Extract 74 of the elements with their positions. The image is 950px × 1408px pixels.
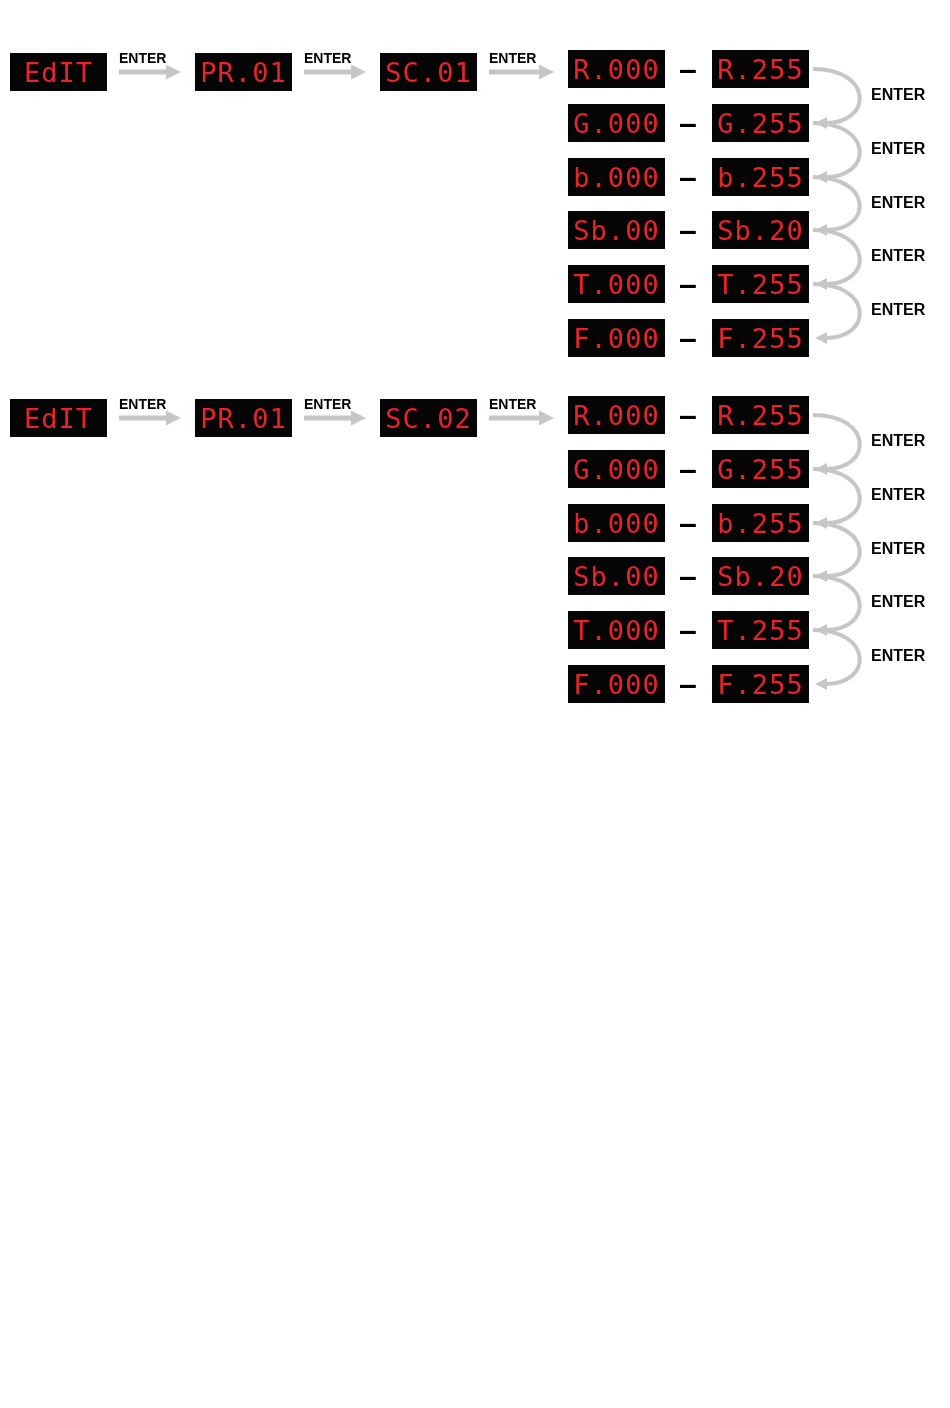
- edge-label: ENTER: [871, 540, 926, 557]
- curved-arrow: [812, 228, 862, 290]
- led-display: SC.02: [380, 399, 477, 437]
- led-display: F.000: [568, 665, 665, 703]
- led-display: R.000: [568, 50, 665, 88]
- edge-label: ENTER: [871, 487, 926, 503]
- led-display: F.255: [712, 319, 809, 357]
- led-display: T.000: [568, 265, 665, 303]
- curved-arrow: [812, 282, 862, 344]
- led-display: PR.01: [195, 399, 292, 437]
- arrow: [119, 64, 181, 80]
- arrow: [119, 410, 181, 426]
- edge-label: ENTER: [871, 594, 926, 610]
- range-dash: –: [679, 507, 697, 539]
- edge-label: ENTER: [871, 194, 926, 211]
- led-display: Sb.00: [568, 557, 665, 595]
- edge-label: ENTER: [304, 397, 352, 411]
- led-display: R.255: [712, 50, 809, 88]
- led-display: F.255: [712, 665, 809, 703]
- range-dash: –: [679, 668, 697, 700]
- curved-arrow: [812, 628, 862, 690]
- range-dash: –: [679, 268, 697, 300]
- curved-arrow: [812, 467, 862, 529]
- led-display: b.000: [568, 158, 665, 196]
- led-display: EdIT: [10, 399, 107, 437]
- range-dash: –: [679, 214, 697, 246]
- range-dash: –: [679, 453, 697, 485]
- led-display: G.255: [712, 450, 809, 488]
- curved-arrow: [812, 413, 862, 475]
- edge-label: ENTER: [871, 87, 926, 103]
- led-display: T.000: [568, 611, 665, 649]
- curved-arrow: [812, 67, 862, 129]
- led-display: F.000: [568, 319, 665, 357]
- edge-label: ENTER: [871, 433, 926, 449]
- arrow: [489, 410, 554, 426]
- range-dash: –: [679, 161, 697, 193]
- range-dash: –: [679, 322, 697, 354]
- led-display: Sb.00: [568, 211, 665, 249]
- curved-arrow: [812, 574, 862, 636]
- curved-arrow: [812, 175, 862, 236]
- range-dash: –: [679, 560, 697, 592]
- curved-arrow: [812, 521, 862, 582]
- range-dash: –: [679, 614, 697, 646]
- led-display: R.000: [568, 396, 665, 434]
- edge-label: ENTER: [489, 397, 537, 411]
- led-display: R.255: [712, 396, 809, 434]
- led-display: SC.01: [380, 53, 477, 91]
- led-display: b.255: [712, 504, 809, 542]
- range-dash: –: [679, 399, 697, 431]
- led-display: Sb.20: [712, 557, 809, 595]
- range-dash: –: [679, 53, 697, 85]
- led-display: T.255: [712, 611, 809, 649]
- led-display: G.000: [568, 104, 665, 142]
- led-display: PR.01: [195, 53, 292, 91]
- arrow: [304, 410, 366, 426]
- led-display: T.255: [712, 265, 809, 303]
- led-display: G.000: [568, 450, 665, 488]
- led-display: b.255: [712, 158, 809, 196]
- led-display: G.255: [712, 104, 809, 142]
- curved-arrow: [812, 121, 862, 183]
- edge-label: ENTER: [119, 51, 167, 65]
- led-display: b.000: [568, 504, 665, 542]
- edge-label: ENTER: [304, 51, 352, 65]
- range-dash: –: [679, 107, 697, 139]
- arrow: [489, 64, 554, 80]
- edge-label: ENTER: [489, 51, 537, 65]
- edge-label: ENTER: [871, 648, 926, 664]
- edge-label: ENTER: [871, 141, 926, 157]
- edge-label: ENTER: [119, 397, 167, 411]
- edge-label: ENTER: [871, 302, 926, 318]
- led-display: Sb.20: [712, 211, 809, 249]
- arrow: [304, 64, 366, 80]
- edge-label: ENTER: [871, 248, 926, 264]
- led-display: EdIT: [10, 53, 107, 91]
